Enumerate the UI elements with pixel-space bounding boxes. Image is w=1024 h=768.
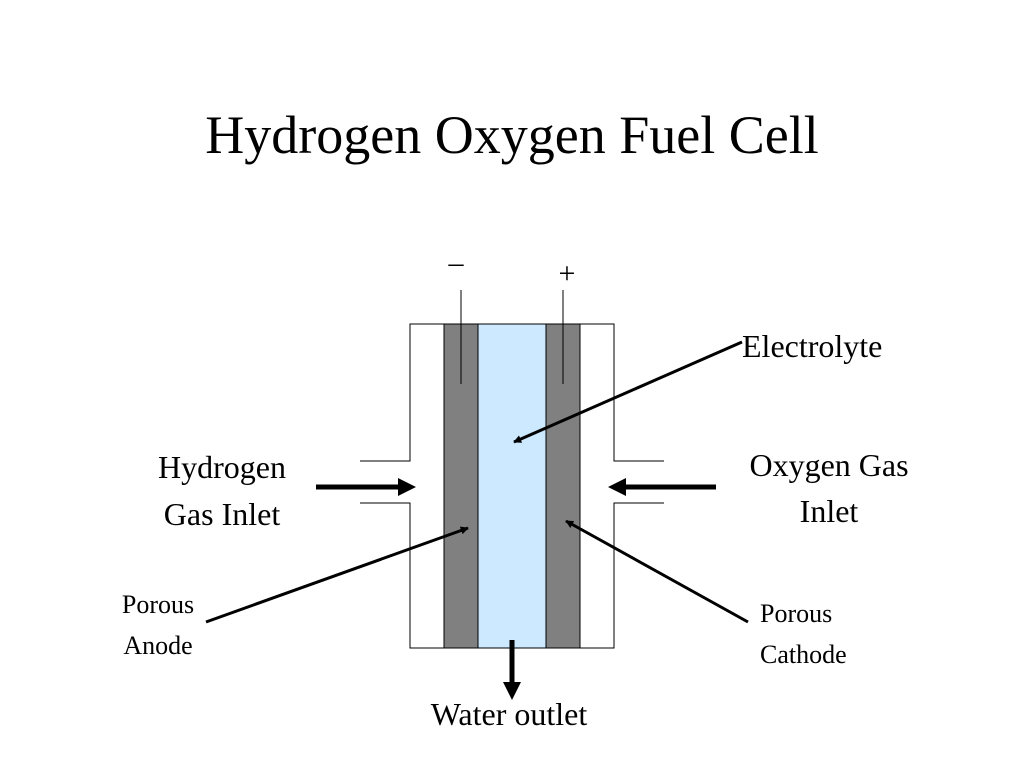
hydrogen-inlet-arrow-head — [398, 478, 416, 496]
cathode-pointer — [565, 519, 749, 624]
electrolyte-region — [477, 323, 547, 649]
electrolyte-label: Electrolyte — [742, 328, 882, 364]
electrolyte-pointer — [513, 340, 743, 444]
oxygen-inlet-label-line1: Oxygen Gas — [749, 447, 908, 483]
positive-terminal-label: + — [559, 257, 576, 290]
water-outlet-arrow-head — [503, 682, 521, 700]
oxygen-inlet-arrow-head — [608, 478, 626, 496]
anode-label-line1: Porous — [122, 590, 194, 619]
anode-label-line2: Anode — [123, 631, 192, 660]
cathode-electrode — [545, 323, 581, 649]
hydrogen-inlet-label-line2: Gas Inlet — [164, 496, 281, 532]
oxygen-inlet-label-line2: Inlet — [800, 493, 859, 529]
anode-pointer — [205, 526, 469, 624]
diagram-title: Hydrogen Oxygen Fuel Cell — [205, 105, 819, 165]
cathode-label-line1: Porous — [760, 599, 832, 628]
hydrogen-inlet-label-line1: Hydrogen — [158, 449, 286, 485]
cathode-label-line2: Cathode — [760, 640, 847, 669]
negative-terminal-label: – — [448, 246, 465, 279]
water-outlet-label: Water outlet — [431, 696, 588, 732]
